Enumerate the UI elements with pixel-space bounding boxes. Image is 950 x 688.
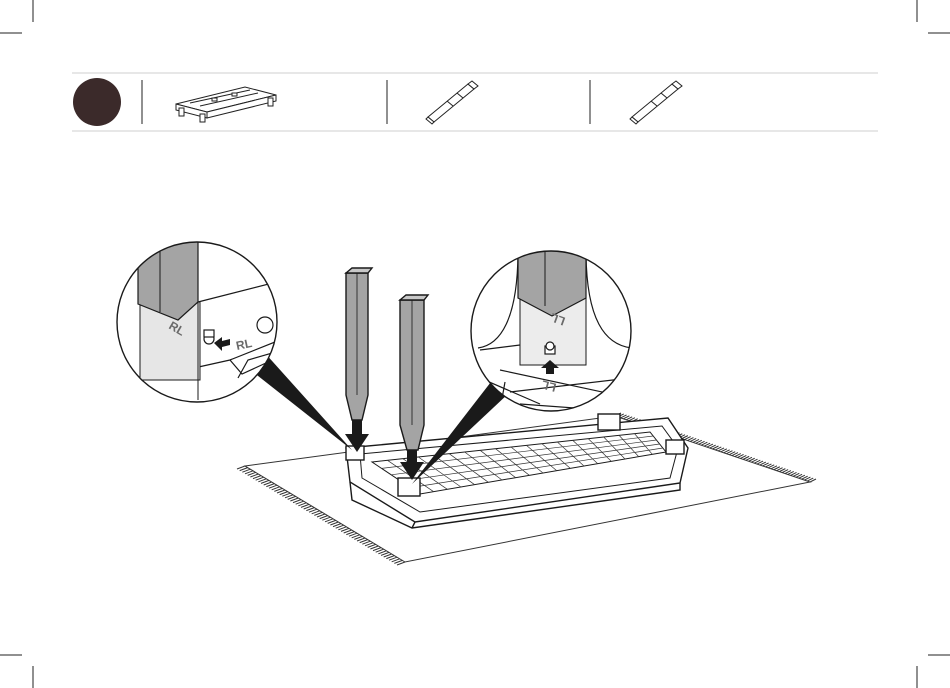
parts-header	[72, 73, 878, 131]
step-badge	[73, 78, 121, 126]
leg-left	[346, 268, 372, 420]
bench-top-icon	[176, 87, 276, 122]
leg-right	[400, 295, 428, 450]
leg-icon	[630, 81, 682, 124]
detail-right: LL LL	[471, 250, 632, 412]
leg-icon	[426, 81, 478, 124]
